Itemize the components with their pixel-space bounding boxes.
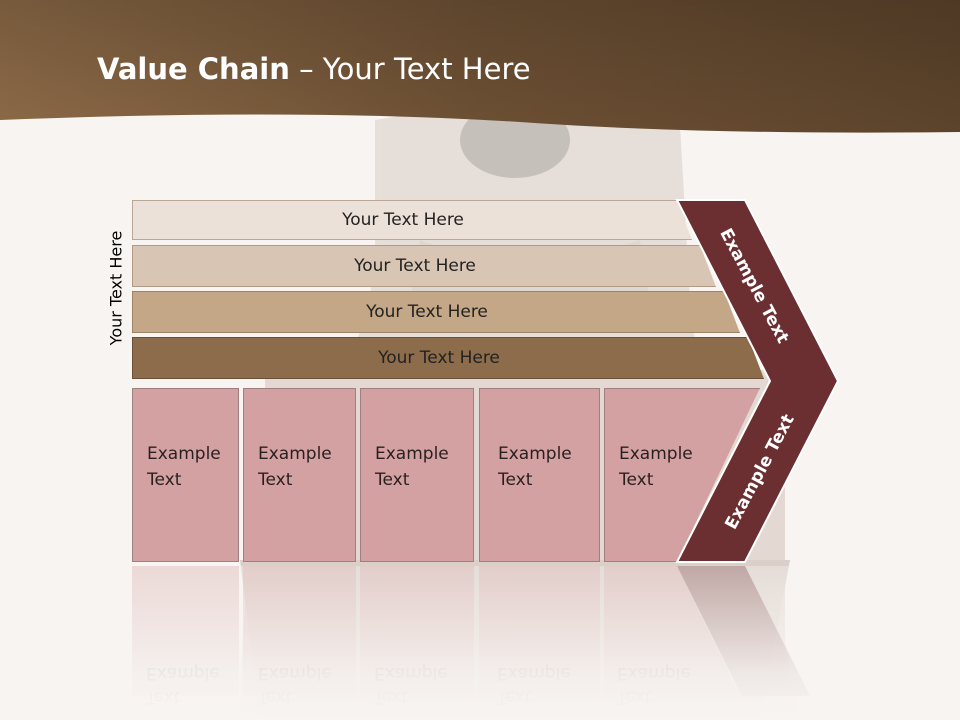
bar-4-label: Your Text Here [378,348,500,368]
bar-2-label: Your Text Here [354,256,476,276]
slide-title: Value Chain – Your Text Here [97,52,531,86]
cell-4-line2: Text [498,470,533,490]
bar-1: Your Text Here [132,200,692,240]
cell-2-line1: Example [258,444,332,464]
side-label: Your Text Here [106,230,126,346]
bar-2: Your Text Here [132,245,716,287]
bar-3: Your Text Here [132,291,740,333]
cell-2-line2: Text [258,470,293,490]
cell-3-line1: Example [375,444,449,464]
cell-5-line2: Text [619,470,654,490]
cell-1-line1: Example [147,444,221,464]
title-bold: Value Chain [97,52,290,86]
bar-1-label: Your Text Here [342,210,464,230]
cell-5-line1: Example [619,444,693,464]
cell-4-line1: Example [498,444,572,464]
title-rest: – Your Text Here [289,52,531,86]
cell-3-line2: Text [375,470,410,490]
bar-3-label: Your Text Here [366,302,488,322]
bar-4: Your Text Here [132,337,764,379]
cell-1-line2: Text [147,470,182,490]
